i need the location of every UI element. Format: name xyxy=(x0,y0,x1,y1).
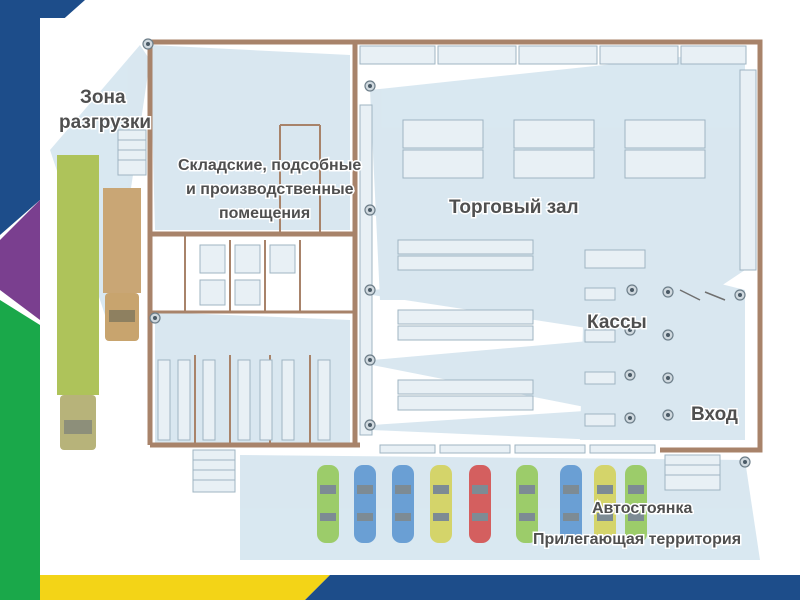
gondola-2b xyxy=(397,325,534,341)
security-camera-icon xyxy=(739,456,751,468)
top-shelf-1 xyxy=(359,45,436,65)
sales-fixtures xyxy=(359,45,757,454)
car-icon xyxy=(317,465,339,543)
checkout-4 xyxy=(584,413,616,427)
island-1b xyxy=(402,149,484,179)
checkout-3 xyxy=(584,371,616,385)
label-entrance: Вход xyxy=(691,404,738,425)
deco-green-left xyxy=(0,300,40,600)
island-3b xyxy=(624,149,706,179)
gondola-1a xyxy=(397,239,534,255)
coverage-aisle-4 xyxy=(372,410,600,440)
security-camera-icon xyxy=(364,354,376,366)
entrance-doors xyxy=(679,289,726,301)
front-shelf-3 xyxy=(514,444,586,454)
walls xyxy=(147,39,763,453)
security-camera-icon xyxy=(626,284,638,296)
coverage-aisle-3 xyxy=(372,340,600,410)
car-icon xyxy=(594,465,616,543)
label-unloading-zone-line2: разгрузки xyxy=(59,112,151,133)
coverage-unloading xyxy=(150,45,350,230)
security-camera-icon xyxy=(624,324,636,336)
gondola-3b xyxy=(397,395,534,411)
deco-yellow-bottom xyxy=(40,575,330,600)
loading-stairs xyxy=(117,129,721,493)
wall-rack-left xyxy=(359,104,373,436)
security-camera-icon xyxy=(662,372,674,384)
top-shelf-3 xyxy=(518,45,598,65)
car-icon xyxy=(392,465,414,543)
checkout-1 xyxy=(584,287,616,301)
label-unloading-zone-line1: Зона xyxy=(80,87,126,108)
security-camera-icon xyxy=(364,80,376,92)
coverage-checkout-zone xyxy=(580,250,745,440)
gondola-3a xyxy=(397,379,534,395)
label-parking: Автостоянка xyxy=(592,500,692,517)
car-icon xyxy=(625,465,647,543)
deco-blue-bottom xyxy=(305,575,800,600)
label-adjacent-territory: Прилегающая территория xyxy=(533,531,741,548)
truck-icon xyxy=(103,188,141,341)
security-camera-icon xyxy=(662,329,674,341)
front-shelf-2 xyxy=(439,444,511,454)
gondola-1b xyxy=(397,255,534,271)
security-camera-icon xyxy=(364,204,376,216)
storage-shelves xyxy=(157,244,331,441)
security-camera-icon xyxy=(624,369,636,381)
deco-purple-diamond xyxy=(0,200,40,320)
parking-cars xyxy=(317,465,647,543)
top-shelf-2 xyxy=(437,45,517,65)
car-icon xyxy=(469,465,491,543)
coverage-loading-lane xyxy=(50,45,150,330)
car-icon xyxy=(516,465,538,543)
storage-partitions xyxy=(184,124,321,445)
car-icon xyxy=(430,465,452,543)
label-storage-line3: помещения xyxy=(219,205,310,222)
island-3 xyxy=(624,119,706,149)
coverage-aisle-2 xyxy=(372,270,600,330)
top-shelf-4 xyxy=(599,45,679,65)
security-camera-icon xyxy=(734,289,746,301)
security-camera-icon xyxy=(364,419,376,431)
security-camera-icon xyxy=(142,38,154,50)
security-camera-icon xyxy=(624,412,636,424)
trucks xyxy=(57,155,141,450)
car-icon xyxy=(354,465,376,543)
checkout-2 xyxy=(584,329,616,343)
wall-rack-right xyxy=(739,69,757,271)
exterior-wall xyxy=(150,39,763,453)
security-camera-icon xyxy=(149,312,161,324)
front-shelf-1 xyxy=(379,444,436,454)
island-2b xyxy=(513,149,595,179)
label-storage-line2: и производственные xyxy=(186,181,354,198)
security-camera-icon xyxy=(662,286,674,298)
label-sales-floor: Торговый зал xyxy=(449,197,579,218)
top-shelf-5 xyxy=(680,45,747,65)
gondola-2a xyxy=(397,309,534,325)
label-checkouts: Кассы xyxy=(587,312,647,333)
coverage-aisle-1 xyxy=(372,180,600,260)
security-camera-icon xyxy=(662,409,674,421)
service-counter xyxy=(584,249,646,269)
front-shelf-4 xyxy=(589,444,656,454)
deco-blue-top xyxy=(0,0,85,235)
label-storage-line1: Складские, подсобные xyxy=(178,157,361,174)
security-cameras xyxy=(142,38,751,468)
car-icon xyxy=(560,465,582,543)
island-1 xyxy=(402,119,484,149)
island-2 xyxy=(513,119,595,149)
truck-icon xyxy=(57,155,99,450)
security-camera-icon xyxy=(364,284,376,296)
